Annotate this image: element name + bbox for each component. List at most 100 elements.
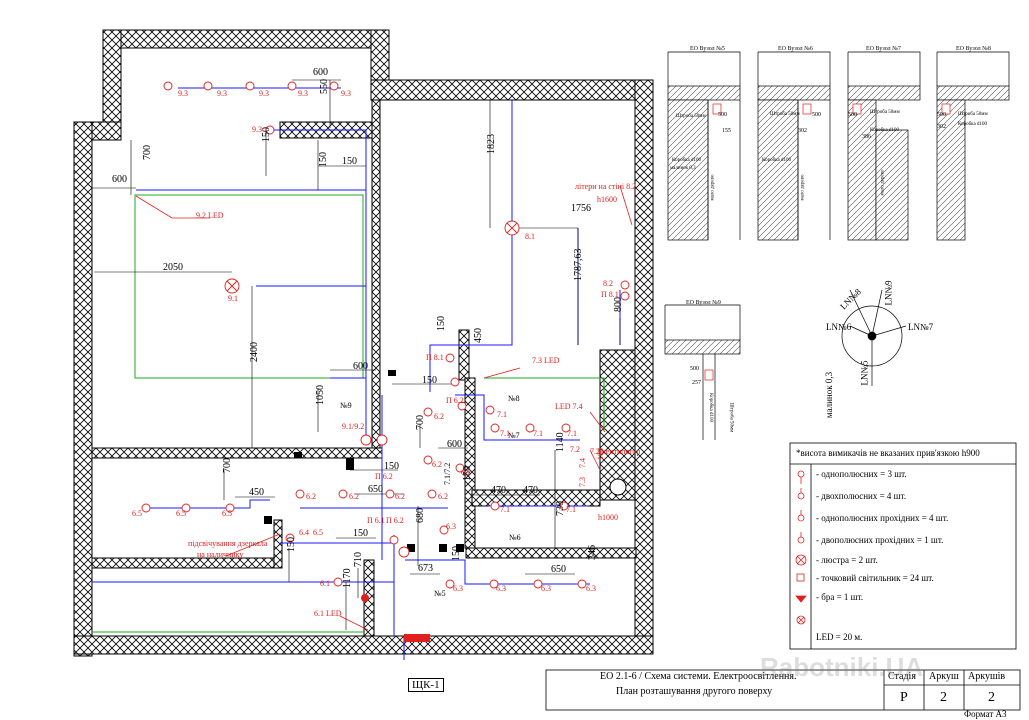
title-block-text1: ЕО 2.1-6 / Схема системи. Електроосвітле… xyxy=(600,671,797,682)
fixture-label: 7.1 xyxy=(500,505,510,514)
dimension-label: 700 xyxy=(222,458,233,473)
fixture-label: 7.4 xyxy=(578,458,587,468)
fixture-label: 7.3 xyxy=(578,477,587,487)
fixture-label: 9.1/9.2 xyxy=(342,422,365,431)
title-block xyxy=(545,669,1021,711)
node-label: №8 xyxy=(508,394,520,403)
node-label: №9 xyxy=(340,401,352,410)
legend-row: - однополюсних прохідних = 4 шт. xyxy=(816,513,949,523)
dimension-label: 600 xyxy=(447,439,462,450)
n6-vert: мало дерево xyxy=(800,174,806,201)
dimension-label: 1756 xyxy=(571,203,591,214)
fixture-label: 9.3 xyxy=(252,125,262,134)
panel-label: ЩК-1 xyxy=(408,678,444,692)
fixture-label: LED 7.4 xyxy=(555,402,583,411)
junction-malyn: малинок 0,3 xyxy=(824,371,835,419)
sheets-value: 2 xyxy=(988,690,995,705)
n9-korobka: Коробка d100 xyxy=(707,393,713,422)
fixture-label: 6.4 xyxy=(299,528,309,537)
dimension-label: 680 xyxy=(415,508,426,523)
dimension-label: 1050 xyxy=(315,385,326,405)
sheet-value: 2 xyxy=(940,690,947,705)
fixture-label: 6.3 xyxy=(446,522,456,531)
dimension-lines xyxy=(92,79,621,630)
n8-shtroba: Штроба 50мм xyxy=(958,112,988,117)
fixture-label: 6.2 xyxy=(395,492,405,501)
n5-shtroba: Штроба 50мм xyxy=(676,114,706,119)
light-fixtures xyxy=(141,81,630,589)
wiring xyxy=(92,87,621,660)
detail-title-5: ЕО Вузол №5 xyxy=(690,46,725,52)
sheets-header: Аркушів xyxy=(968,671,1006,682)
dimension-label: 150 xyxy=(451,546,462,561)
legend-box xyxy=(789,442,1017,650)
n6-dim2: 302 xyxy=(798,128,807,134)
stage-header: Стадія xyxy=(888,671,916,682)
junction-ln5: LN№5 xyxy=(859,360,870,386)
fixture-label: 6.1 xyxy=(320,579,330,588)
n5-vert: мало дерево xyxy=(710,174,716,201)
dimension-label: 730 xyxy=(555,501,566,516)
fixture-label: 7.2 xyxy=(570,445,580,454)
node-label: 7.1/7.2 xyxy=(443,462,452,485)
n8-dim2: 302 xyxy=(937,124,946,130)
dimension-label: 150 xyxy=(286,537,297,552)
fixture-label: П 6.2 xyxy=(375,472,393,481)
watermark: Rabotniki.UA xyxy=(760,652,924,682)
n5-malyn: малинок 0,3 xyxy=(670,166,696,171)
n7-vert: мало дерево xyxy=(880,169,886,196)
fixture-label: 6.1 LED xyxy=(314,609,342,618)
n9-shtroba: Штроба 50мм xyxy=(728,402,734,433)
dimension-label: 470 xyxy=(523,485,538,496)
dimension-label: 700 xyxy=(415,415,426,430)
dimension-label: 2050 xyxy=(163,262,183,273)
detail-title-7: ЕО Вузол №7 xyxy=(866,46,901,52)
ventilator-icon xyxy=(609,478,627,496)
fixture-label: 7.1 xyxy=(567,429,577,438)
detail-title-8: ЕО Вузол №8 xyxy=(956,46,991,52)
fixture-label: 7.1 xyxy=(566,505,576,514)
fixture-label: П 8.1 xyxy=(601,290,619,299)
n6-shtroba: Штроба 50мм xyxy=(770,112,800,117)
dimension-label: 600 xyxy=(112,174,127,185)
legend-row: - бра = 1 шт. xyxy=(816,592,864,602)
leader-lines xyxy=(135,185,633,631)
n6-korobka: Коробка d100 xyxy=(762,158,791,163)
fixture-label: 6.2 xyxy=(438,492,448,501)
fixture-label: 9.1 xyxy=(228,294,238,303)
fixture-label: 6.2 xyxy=(349,492,359,501)
fixture-label: П 8.1 xyxy=(426,353,444,362)
fixture-label: 6.2 xyxy=(434,412,444,421)
dimension-label: 150 xyxy=(384,461,399,472)
dimension-label: 150 xyxy=(318,152,329,167)
legend-row: - двополюсних прохідних = 1 шт. xyxy=(816,535,944,545)
fixture-label: 7.1 xyxy=(497,410,507,419)
fixture-label: 9.2 LED xyxy=(196,211,224,220)
detail-nodes xyxy=(664,51,1010,440)
dimension-label: 1823 xyxy=(486,134,497,154)
detail-title-9: ЕО Вузол №9 xyxy=(686,300,721,306)
fixture-label: 9.3 xyxy=(341,89,351,98)
n8-korobka: Коробка d100 xyxy=(958,122,987,127)
dimension-label: 700 xyxy=(142,145,153,160)
n9-dim2: 257 xyxy=(692,380,701,386)
title-block-text2: План розташування другого поверху xyxy=(616,686,773,697)
fixture-label: 9.3 xyxy=(298,89,308,98)
dimension-label: 550 xyxy=(319,79,330,94)
sheet-header: Аркуш xyxy=(929,671,959,682)
junction-ln9: LN№9 xyxy=(883,280,894,306)
fixture-label: 7.3 LED xyxy=(532,356,560,365)
legend-row: - точковий світильник = 24 шт. xyxy=(816,573,934,583)
electrical-panel xyxy=(404,634,430,642)
fixture-label: П 6.2 xyxy=(446,396,464,405)
fixture-label: 8.2 xyxy=(603,279,613,288)
dimension-label: 1787,63 xyxy=(573,248,584,282)
dimension-label: 800 xyxy=(613,297,624,312)
fixture-label: 6.2 xyxy=(461,468,471,477)
fixture-label: 6.5 xyxy=(176,509,186,518)
plan-note: підсвічування дзеркала xyxy=(188,539,268,548)
dimension-label: 150 xyxy=(261,127,272,142)
n5-korobka: Коробка d100 xyxy=(672,158,701,163)
node-label: №6 xyxy=(509,533,521,542)
